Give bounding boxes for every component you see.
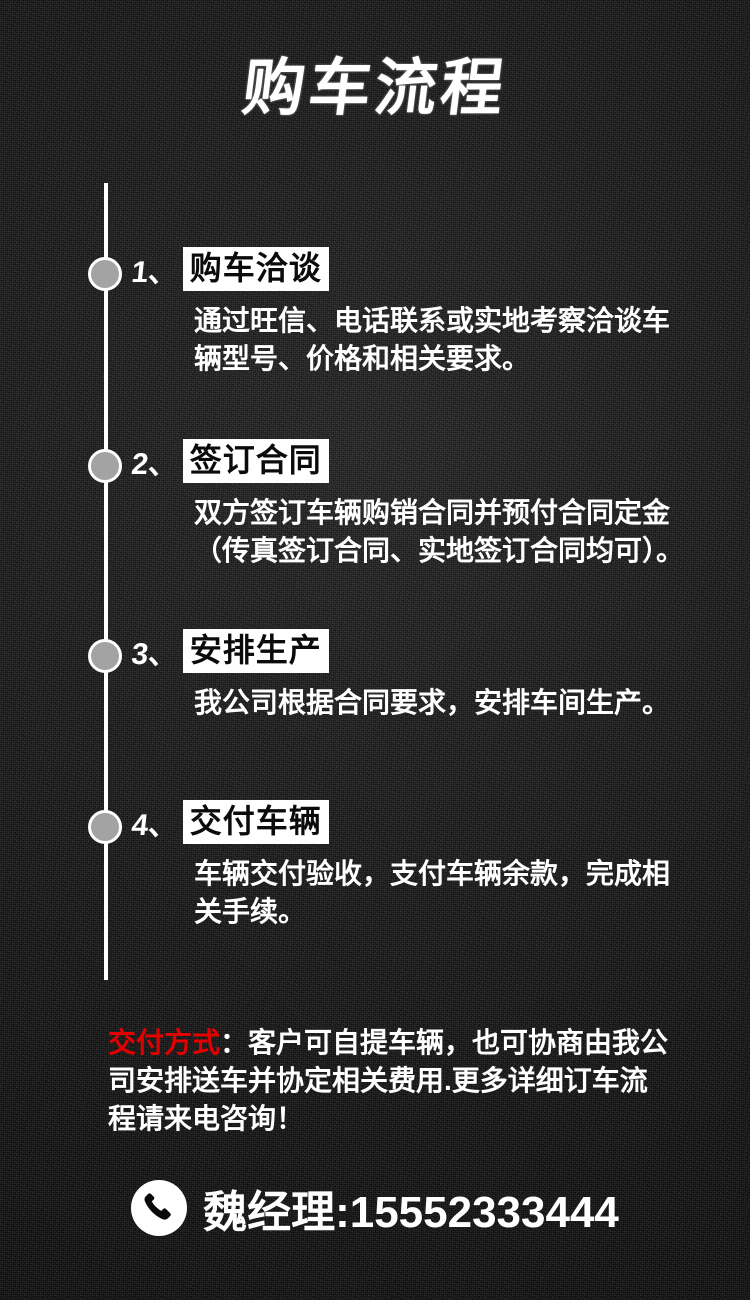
step-heading-1: 1、 购车洽谈 <box>129 247 329 291</box>
phone-icon <box>131 1180 188 1236</box>
timeline-dot-2 <box>88 449 122 483</box>
step-body-1: 通过旺信、电话联系或实地考察洽谈车辆型号、价格和相关要求。 <box>194 305 671 374</box>
step-number-2: 2、 <box>129 448 181 481</box>
timeline-dot-4 <box>88 810 122 844</box>
step-title-1: 购车洽谈 <box>182 247 329 291</box>
step-body-2: 双方签订车辆购销合同并预付合同定金（传真签订合同、实地签订合同均可）。 <box>194 497 685 566</box>
step-number-4: 4、 <box>129 809 181 842</box>
step-title-2: 签订合同 <box>182 439 329 483</box>
delivery-note: 交付方式：客户可自提车辆，也可协商由我公司安排送车并协定相关费用.更多详细订车流… <box>108 1024 674 1138</box>
step-number-1: 1、 <box>129 256 181 289</box>
step-title-4: 交付车辆 <box>182 800 329 844</box>
step-heading-4: 4、 交付车辆 <box>129 800 329 844</box>
page-title: 购车流程 <box>238 54 512 123</box>
contact-bar: 魏经理:15552333444 <box>0 1176 750 1240</box>
step-number-3: 3、 <box>129 638 181 671</box>
step-heading-2: 2、 签订合同 <box>129 439 329 483</box>
step-body-3: 我公司根据合同要求，安排车间生产。 <box>194 687 671 718</box>
timeline-dot-3 <box>88 639 122 673</box>
step-heading-3: 3、 安排生产 <box>129 629 329 673</box>
delivery-note-text: ：客户可自提车辆，也可协商由我公司安排送车并协定相关费用.更多详细订车流程请来电… <box>108 1027 669 1134</box>
delivery-note-label: 交付方式 <box>108 1027 221 1058</box>
step-body-4: 车辆交付验收，支付车辆余款，完成相关手续。 <box>194 858 671 927</box>
timeline-line <box>104 183 108 980</box>
step-title-3: 安排生产 <box>182 629 329 673</box>
timeline-dot-1 <box>88 257 122 291</box>
contact-phone-text: 魏经理:15552333444 <box>203 1188 619 1237</box>
